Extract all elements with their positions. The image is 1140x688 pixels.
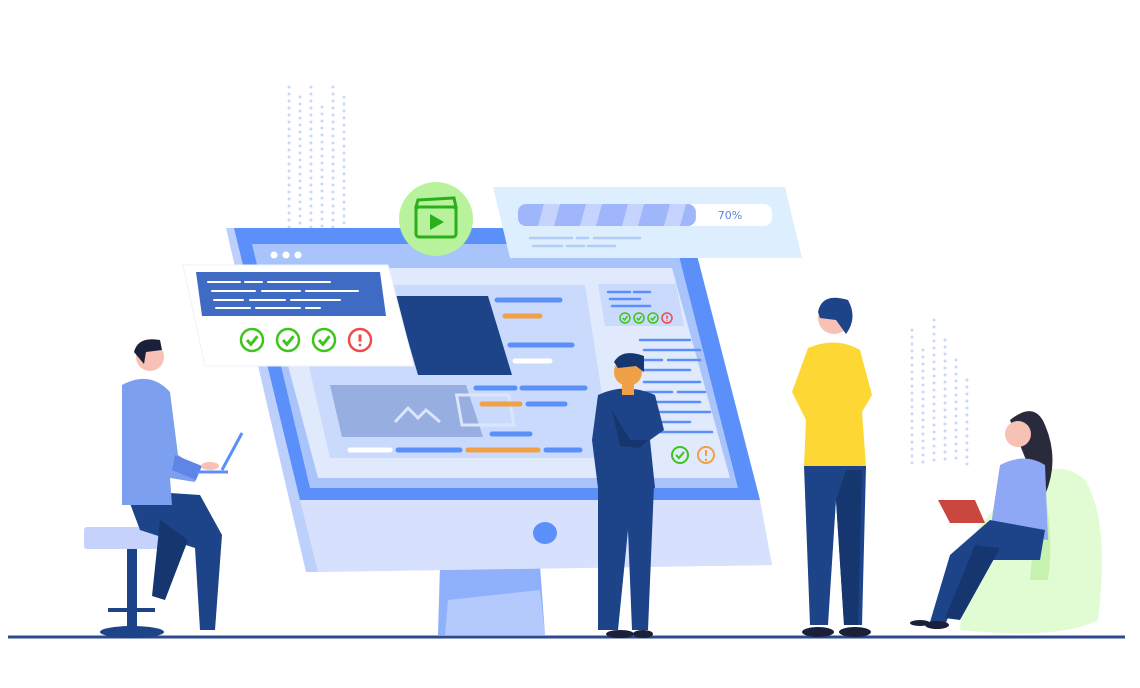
check-icon: [275, 327, 301, 353]
dot-pattern-left: [287, 85, 346, 229]
play-video-icon: [399, 182, 473, 256]
laptop: [938, 500, 985, 523]
check-icon: [633, 312, 645, 324]
check-icon: [619, 312, 631, 324]
check-icon: [647, 312, 659, 324]
checklist-card: [182, 264, 415, 367]
person-standing-yellow: [792, 297, 872, 637]
progress-panel: 70%: [493, 187, 802, 258]
check-icon: [671, 446, 689, 464]
person-beanbag: [910, 411, 1102, 634]
image-icon: [393, 393, 516, 427]
check-icon: [311, 327, 337, 353]
alert-icon: [661, 312, 673, 324]
alert-icon: [347, 327, 373, 353]
alert-icon: [697, 446, 715, 464]
person-thinking: [592, 353, 664, 638]
progress-label: 70%: [718, 209, 742, 222]
screen-checklist: [619, 312, 673, 324]
progress-fill: [518, 204, 696, 226]
check-icon: [239, 327, 265, 353]
person-sitting-stool: [84, 339, 244, 638]
dot-pattern-right: [910, 318, 969, 466]
video-block: [395, 296, 512, 375]
